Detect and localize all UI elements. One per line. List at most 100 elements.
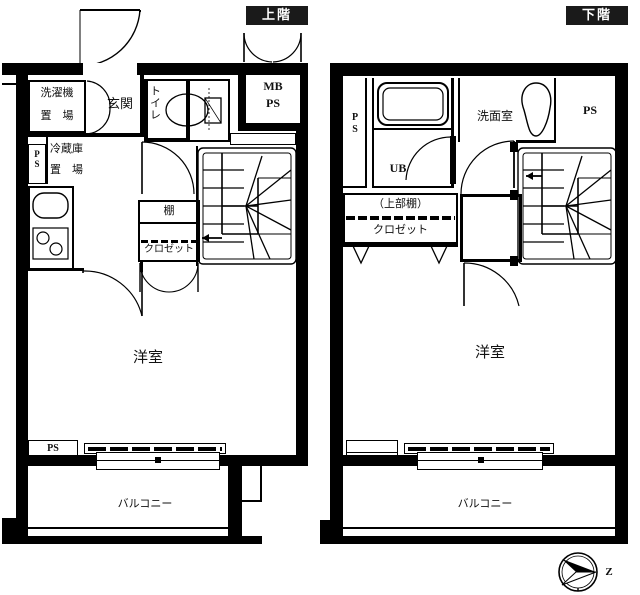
toilet-door-swing — [141, 141, 195, 195]
lower-floor-panel: 下階 PS UB 洗面室 — [320, 0, 640, 595]
balcony-window-glazing-upper — [88, 447, 222, 451]
upper-room-top-wall — [28, 268, 84, 271]
exterior-wall-top-lower — [330, 63, 628, 76]
closet-hanger-rail-lower — [346, 216, 455, 220]
compass-icon — [558, 552, 598, 592]
unit-bath-outline-bottom — [372, 186, 454, 188]
upper-western-room-label: 洋室 — [132, 348, 163, 366]
wall-corner-left-bottom-upper — [2, 520, 16, 544]
toilet-room-right-edge — [228, 79, 230, 142]
lower-room-door-swing — [463, 262, 520, 307]
unit-bath-door-swing — [405, 136, 452, 181]
unit-bath-label: UB — [389, 161, 407, 175]
upper-room-door-jamb — [140, 262, 143, 272]
entrance-interior-door-swing — [86, 80, 111, 135]
kitchen-counter-edge-right — [72, 186, 74, 270]
kitchen-sink-icon — [32, 192, 69, 219]
washroom-label: 洗面室 — [476, 109, 513, 123]
closet-door-swing — [139, 262, 199, 293]
toilet-wall-right — [186, 80, 190, 142]
balcony-window-glazing-lower — [408, 447, 550, 451]
kitchen-counter-outline — [28, 186, 30, 270]
compass-north-label: Z — [605, 566, 613, 578]
lower-balcony-label: バルコニー — [457, 497, 513, 510]
upper-floor-panel: 上階 洗濯機 置 場 — [2, 6, 308, 544]
mb-ps-door-swing — [243, 32, 302, 63]
balcony-bottom-wall-upper — [16, 536, 262, 544]
stair-wall-stub3-lower — [510, 256, 518, 266]
entrance-door-swing-outer — [79, 9, 141, 67]
shelf-closet-box — [138, 200, 200, 262]
closet-label-upper: クロゼット — [144, 244, 194, 255]
wall-corner-left-bottom-lower — [320, 520, 332, 544]
entrance-jamb-left — [80, 63, 83, 75]
upper-shelf-label: （上部棚） — [373, 197, 428, 210]
wall-right-of-entrance — [140, 75, 144, 137]
hall-wall-left-lower — [460, 194, 463, 262]
exterior-wall-right — [296, 63, 308, 461]
wall-tick-left-bottom-upper — [2, 518, 16, 520]
balcony-bottom-wall-lower — [330, 536, 628, 544]
pipe-space-left-divider-lower — [365, 78, 367, 186]
balcony-railing-handle-upper — [155, 457, 161, 463]
toilet-fixture-icon — [165, 88, 222, 132]
upper-room-door-swing — [82, 270, 143, 317]
washroom-bottom-wall — [516, 140, 556, 143]
hall-wall-bottom-lower — [460, 259, 522, 262]
washroom-left-wall — [458, 78, 460, 142]
unit-bath-outline-left — [372, 78, 374, 188]
stove-icon — [32, 227, 69, 260]
exterior-wall-right-lower — [615, 63, 628, 461]
mb-ps-label-1: MB — [263, 79, 283, 93]
wall-tick-left-thin — [2, 83, 16, 85]
balcony-wall-left-upper — [16, 455, 28, 538]
mb-ps-label-2: PS — [265, 96, 280, 110]
meter-box-line-lower — [346, 452, 398, 454]
toilet-wall-left — [144, 80, 148, 142]
toilet-wall-top — [144, 79, 230, 81]
balcony-wall-left-lower — [330, 455, 343, 538]
exterior-wall-left-lower — [330, 63, 343, 461]
stair-shaft-outline — [196, 146, 198, 266]
kitchen-counter-edge-top — [28, 186, 74, 188]
entrance-doorway-gap — [80, 63, 140, 75]
entrance-jamb-right — [137, 63, 140, 75]
refrigerator-label-1: 冷蔵庫 — [50, 142, 83, 155]
ps-letter-p: P — [349, 112, 361, 124]
refrigerator-label-2: 置 場 — [50, 163, 83, 176]
closet-hanger-rail — [141, 240, 197, 243]
exterior-wall-left — [16, 63, 28, 461]
toilet-label: トイレ — [148, 85, 162, 121]
washroom-door-swing — [460, 140, 515, 195]
balcony-wall-right-lower — [615, 455, 628, 538]
balcony-stub-right-upper — [240, 500, 262, 502]
toilet-room-bottom-edge — [190, 140, 230, 142]
balcony-railing-handle-lower — [478, 457, 484, 463]
shelf-label: 棚 — [163, 204, 175, 217]
entrance-label: 玄関 — [106, 97, 133, 112]
toilet-wall-bottom — [144, 138, 190, 142]
closet-label-lower: クロゼット — [373, 223, 428, 236]
refrigerator-divider — [46, 137, 48, 184]
hall-wall-right-lower — [519, 194, 522, 262]
lavatory-basin-icon — [521, 82, 552, 137]
pipe-space-left-label-lower: PS — [349, 112, 361, 136]
balcony-outer-right-upper — [240, 466, 242, 538]
lower-western-room-label: 洋室 — [474, 343, 505, 361]
unit-bath-door-jamb — [450, 136, 456, 184]
mb-ps-lower-box — [230, 133, 296, 145]
balcony-floor-line-upper — [28, 527, 240, 529]
balcony-stub-right2-upper — [260, 466, 262, 502]
staircase-winder — [197, 147, 297, 265]
wall-tick-left-top — [2, 63, 16, 75]
ps-letter-s: S — [349, 124, 361, 136]
pipe-space-left-box — [28, 144, 46, 184]
shelf-closet-divider — [140, 222, 198, 224]
hall-wall-top-lower — [460, 194, 522, 197]
mb-ps-inner — [246, 75, 300, 123]
pipe-space-balcony-label: PS — [47, 443, 59, 454]
upper-floor-badge: 上階 — [246, 6, 308, 25]
staircase-winder-lower — [517, 147, 617, 265]
closet-folding-door-marks — [351, 245, 449, 265]
balcony-wall-right-upper — [228, 466, 240, 538]
